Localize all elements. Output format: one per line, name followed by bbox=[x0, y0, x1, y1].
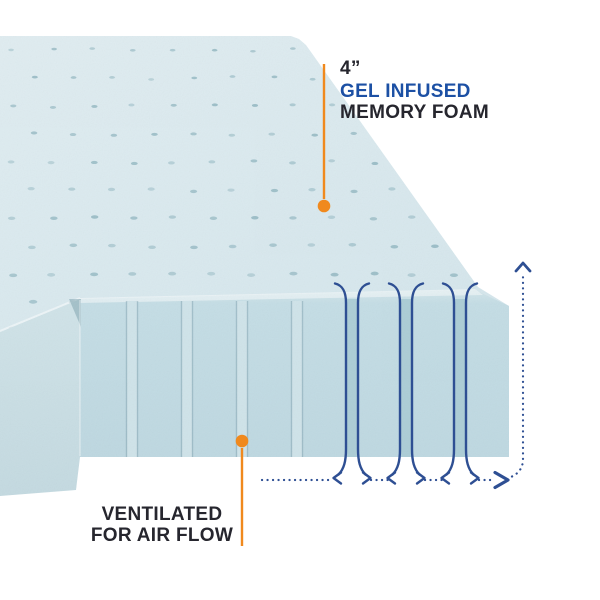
thickness-label: 4” bbox=[340, 58, 361, 79]
ventilated-annotation: VENTILATED FOR AIR FLOW bbox=[50, 504, 274, 546]
airflow-left-arrow-icon bbox=[332, 471, 343, 485]
airflow-channel-line bbox=[387, 282, 402, 476]
callout-top-dot bbox=[317, 199, 331, 213]
vent-hole-dot bbox=[528, 327, 537, 331]
vent-hole-dot bbox=[531, 271, 539, 275]
vent-hole-dot bbox=[391, 131, 398, 135]
vent-hole-dot bbox=[588, 187, 595, 190]
vent-hole-dot bbox=[590, 243, 598, 247]
top-annotation: 4” GEL INFUSED MEMORY FOAM bbox=[340, 58, 489, 123]
vent-hole-dot bbox=[410, 160, 418, 164]
gel-infused-label: GEL INFUSED bbox=[340, 81, 471, 102]
airflow-right-arrow-icon bbox=[469, 471, 480, 485]
airflow-right-arrow-icon bbox=[415, 471, 426, 485]
airflow-channel-line bbox=[464, 282, 479, 476]
vent-hole-dot bbox=[449, 48, 455, 52]
vent-hole-dot bbox=[550, 190, 557, 193]
vent-hole-dot bbox=[548, 300, 556, 304]
vent-hole-dot bbox=[470, 244, 479, 248]
vent-hole-dot bbox=[529, 216, 536, 219]
vent-hole-dot bbox=[489, 271, 498, 276]
airflow-dotted-riser bbox=[510, 270, 525, 478]
vent-hole-dot bbox=[508, 187, 509, 191]
airflow-diagram bbox=[260, 261, 532, 490]
vent-hole-dot bbox=[549, 75, 555, 78]
vent-hole-dot bbox=[552, 132, 559, 135]
airflow-channel-line bbox=[410, 282, 425, 476]
callout-bottom-dot bbox=[235, 434, 249, 448]
vent-hole-dot bbox=[488, 215, 496, 219]
vent-hole-dot bbox=[431, 188, 439, 192]
airflow-up-arrow-icon bbox=[514, 261, 532, 273]
airflow-channel-line bbox=[356, 282, 371, 476]
vent-hole-dot bbox=[570, 49, 576, 52]
vent-hole-dot bbox=[588, 132, 595, 135]
vent-hole-dot bbox=[529, 105, 535, 108]
vent-hole-dot bbox=[451, 159, 459, 163]
vent-hole-dot bbox=[551, 244, 559, 248]
foam-texture-overlay bbox=[0, 36, 509, 496]
vent-hole-dot bbox=[371, 50, 378, 53]
vent-hole-dot bbox=[469, 188, 477, 192]
vent-hole-dot bbox=[568, 271, 576, 275]
vent-hole-dot bbox=[332, 49, 338, 52]
vent-hole-dot bbox=[530, 48, 536, 51]
vent-hole-dot bbox=[571, 217, 578, 220]
vent-hole-dot bbox=[508, 75, 509, 79]
vent-hole-dot bbox=[570, 103, 576, 106]
vent-hole-dot bbox=[508, 300, 509, 305]
callout-bottom bbox=[235, 434, 249, 546]
airflow-right-arrow-icon bbox=[361, 471, 372, 485]
vent-hole-dot bbox=[471, 133, 478, 137]
vent-hole-dot bbox=[590, 301, 598, 305]
vent-hole-dot bbox=[569, 159, 576, 162]
airflow-left-arrow-icon bbox=[440, 471, 451, 485]
airflow-right-arrow-icon bbox=[493, 470, 510, 490]
ventilated-label-line2: FOR AIR FLOW bbox=[90, 525, 234, 546]
vent-hole-dot bbox=[529, 159, 536, 162]
vent-hole-dot bbox=[590, 76, 596, 79]
vent-hole-dot bbox=[411, 47, 417, 51]
vent-hole-dot bbox=[511, 131, 518, 134]
airflow-left-arrow-icon bbox=[386, 471, 397, 485]
vent-hole-dot bbox=[430, 132, 438, 136]
airflow-channel-line bbox=[333, 282, 348, 476]
vent-hole-dot bbox=[489, 103, 496, 107]
airflow-channel-lines bbox=[332, 282, 480, 485]
ventilated-label-line1: VENTILATED bbox=[101, 504, 223, 525]
vent-hole-dot bbox=[491, 159, 499, 163]
vent-hole-dot bbox=[507, 243, 509, 248]
vent-hole-dot bbox=[490, 49, 496, 52]
mattress bbox=[0, 36, 598, 496]
airflow-channel-line bbox=[441, 282, 456, 476]
memory-foam-label: MEMORY FOAM bbox=[340, 102, 489, 123]
callout-top bbox=[317, 64, 331, 213]
vent-hole-dot bbox=[449, 216, 457, 221]
vent-hole-dot bbox=[571, 329, 580, 333]
